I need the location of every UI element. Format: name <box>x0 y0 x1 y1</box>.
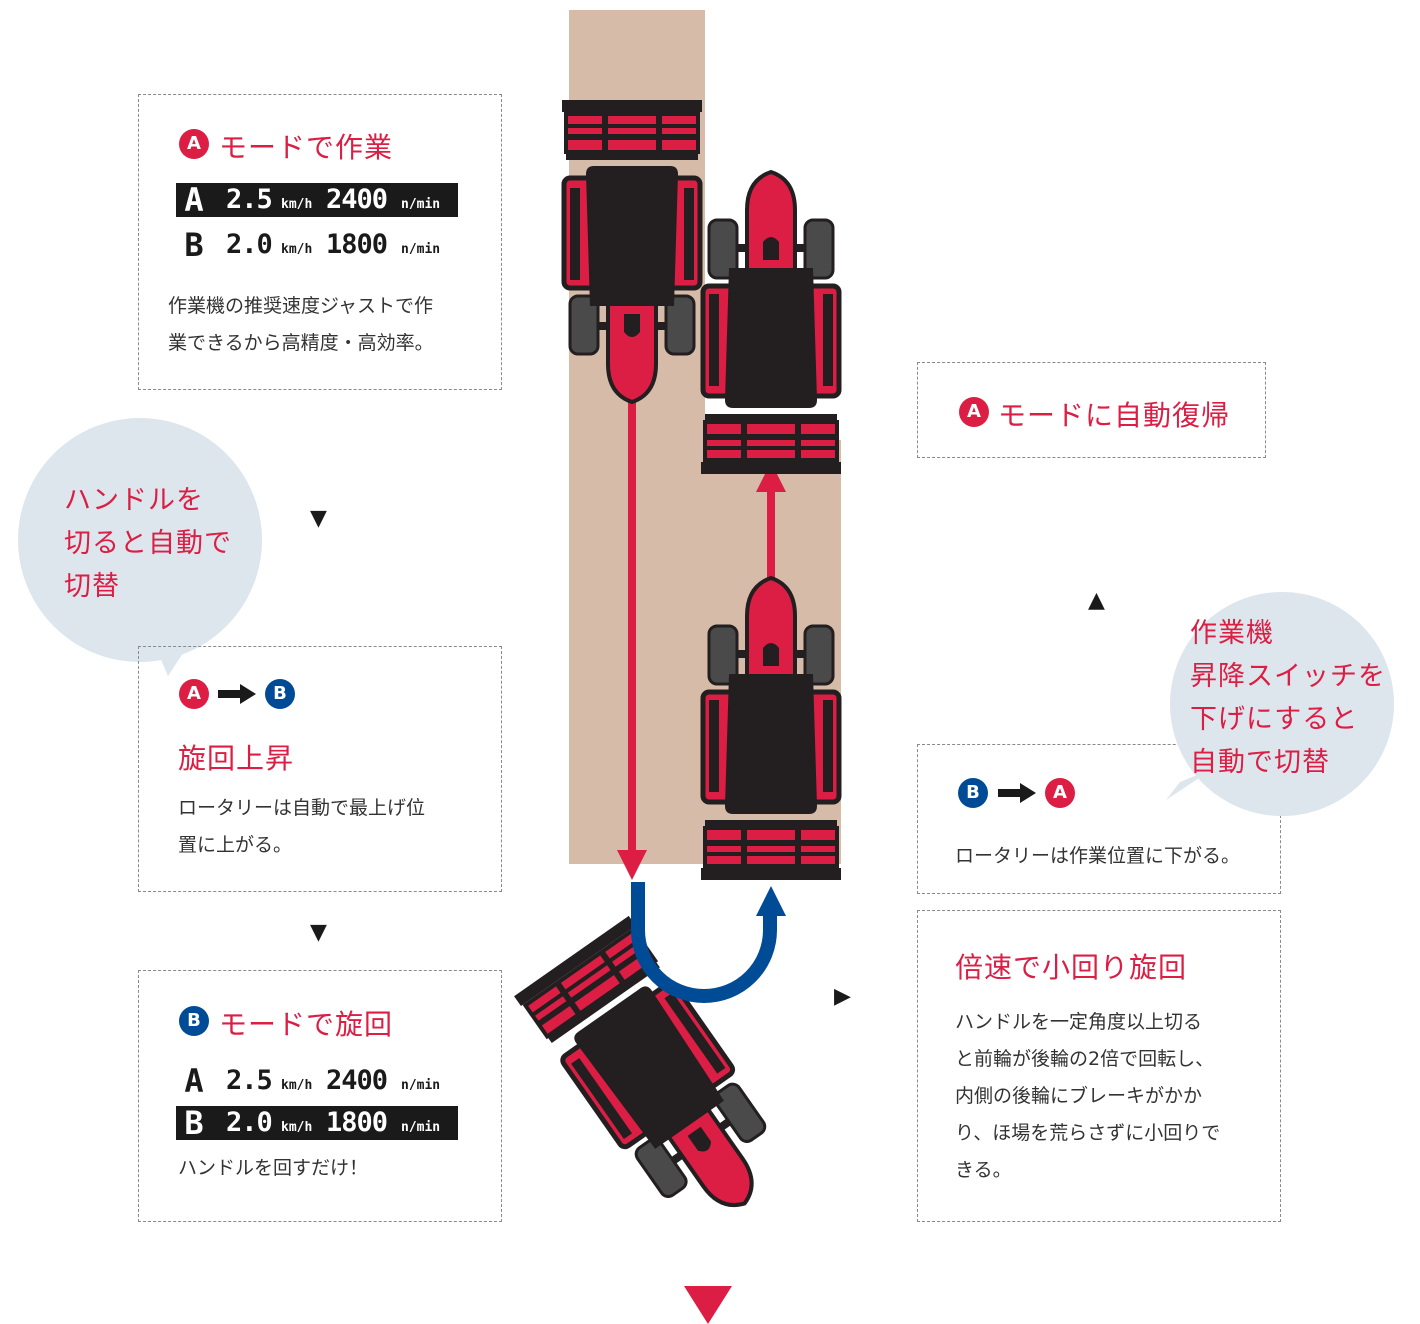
auto-return-title: モードに自動復帰 <box>998 399 1231 432</box>
display-speed-unit: km/h <box>281 1120 313 1135</box>
display-speed-unit: km/h <box>281 197 313 212</box>
bubble-line: ハンドルを <box>64 485 204 516</box>
badge-b: B <box>265 679 295 709</box>
tractor-returned <box>701 172 841 474</box>
desc-line: ハンドルを一定角度以上切る <box>955 1011 1203 1033</box>
mode-a-work-desc: 作業機の推奨速度ジャストで作 業できるから高精度・高効率。 <box>168 288 434 362</box>
display-rpm-unit: n/min <box>401 197 441 212</box>
display-rpm: 1800 <box>326 229 388 260</box>
lower-implement-desc: ロータリーは作業位置に下がる。 <box>955 838 1240 875</box>
down-triangle-icon: ▼ <box>310 920 327 945</box>
display-speed-unit: km/h <box>281 1078 313 1093</box>
mode-a-work-box <box>138 94 502 390</box>
turn-raise-box <box>138 646 502 892</box>
down-triangle-icon: ▼ <box>310 506 327 531</box>
display-rpm-unit: n/min <box>401 242 441 257</box>
desc-line: 作業機の推奨速度ジャストで作 <box>168 295 434 317</box>
mode-a-work-title: モードで作業 <box>219 131 394 164</box>
display-rpm: 2400 <box>326 1065 388 1096</box>
display-rpm: 1800 <box>326 1107 388 1138</box>
bottom-triangle <box>684 1286 732 1324</box>
double-speed-turn-title: 倍速で小回り旋回 <box>955 951 1188 984</box>
display-row-b: B 2.0 km/h 1800 n/min <box>176 1106 458 1140</box>
up-triangle-icon: ▲ <box>1088 588 1105 613</box>
mode-b-turn-title: モードで旋回 <box>219 1008 394 1041</box>
display-speed: 2.0 <box>226 229 273 260</box>
bubble-line: 作業機 <box>1190 618 1274 649</box>
badge-a: A <box>179 129 209 159</box>
display-mode-letter: B <box>184 1104 204 1142</box>
badge-a: A <box>959 397 989 427</box>
right-triangle-icon: ▶ <box>834 984 851 1009</box>
desc-line: きる。 <box>955 1159 1012 1181</box>
speech-bubble-right-text: 作業機 昇降スイッチを 下げにすると 自動で切替 <box>1190 612 1386 784</box>
desc-line: と前輪が後輪の2倍で回転し、 <box>955 1048 1215 1070</box>
desc-line: ハンドルを回すだけ！ <box>178 1157 369 1179</box>
bubble-line: 切ると自動で <box>64 528 232 559</box>
display-row-a: A 2.5 km/h 2400 n/min <box>176 1064 458 1098</box>
speech-bubble-left <box>18 418 262 676</box>
mode-b-turn-box <box>138 970 502 1222</box>
desc-line: り、ほ場を荒らさずに小回りで <box>955 1122 1221 1144</box>
turn-raise-title: 旋回上昇 <box>178 742 295 775</box>
display-rpm-unit: n/min <box>401 1120 441 1135</box>
badge-b: B <box>179 1006 209 1036</box>
desc-line: ロータリーは自動で最上げ位 <box>178 797 426 819</box>
auto-return-box <box>917 362 1266 458</box>
desc-line: 業できるから高精度・高効率。 <box>168 332 434 354</box>
badge-a: A <box>1045 778 1075 808</box>
mode-b-turn-desc: ハンドルを回すだけ！ <box>178 1150 368 1187</box>
right-arrow-icon <box>218 684 256 704</box>
display-mode-letter: A <box>184 181 204 219</box>
desc-line: 置に上がる。 <box>178 834 293 856</box>
speech-bubble-right <box>1166 592 1394 816</box>
display-mode-letter: A <box>184 1062 204 1100</box>
display-speed: 2.0 <box>226 1107 273 1138</box>
lower-implement-box <box>917 744 1281 894</box>
display-speed: 2.5 <box>226 184 273 215</box>
badge-b: B <box>958 778 988 808</box>
turn-raise-desc: ロータリーは自動で最上げ位 置に上がる。 <box>178 790 425 864</box>
badge-a: A <box>179 679 209 709</box>
bubble-line: 切替 <box>64 571 120 602</box>
display-row-a: A 2.5 km/h 2400 n/min <box>176 183 458 217</box>
display-mode-letter: B <box>184 226 204 264</box>
right-arrow-icon <box>998 783 1036 803</box>
display-row-b: B 2.0 km/h 1800 n/min <box>176 228 458 262</box>
bubble-line: 下げにすると <box>1190 704 1359 735</box>
display-speed: 2.5 <box>226 1065 273 1096</box>
display-rpm: 2400 <box>326 184 388 215</box>
bubble-line: 自動で切替 <box>1190 747 1330 778</box>
double-speed-turn-box <box>917 910 1281 1222</box>
desc-line: ロータリーは作業位置に下がる。 <box>955 845 1241 867</box>
display-speed-unit: km/h <box>281 242 313 257</box>
speech-bubble-left-text: ハンドルを 切ると自動で 切替 <box>64 479 232 608</box>
display-rpm-unit: n/min <box>401 1078 441 1093</box>
u-turn-arrow <box>631 882 777 1003</box>
bubble-line: 昇降スイッチを <box>1190 661 1386 692</box>
desc-line: 内側の後輪にブレーキがかか <box>955 1085 1203 1107</box>
double-speed-turn-desc: ハンドルを一定角度以上切る と前輪が後輪の2倍で回転し、 内側の後輪にブレーキが… <box>955 1004 1220 1189</box>
